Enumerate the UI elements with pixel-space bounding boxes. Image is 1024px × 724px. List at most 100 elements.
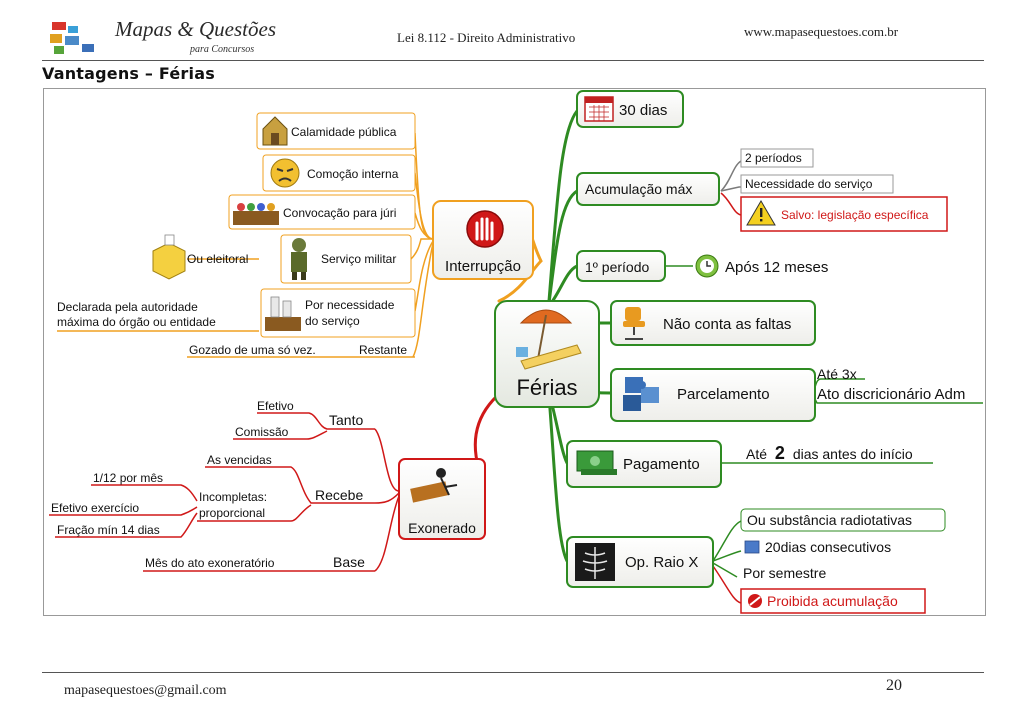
label-comissao: Comissão — [235, 425, 289, 439]
svg-text:Necessidade do serviço: Necessidade do serviço — [745, 177, 873, 191]
node-30-dias[interactable]: 30 dias — [576, 90, 684, 128]
svg-text:1º período: 1º período — [585, 259, 649, 275]
crying-face-icon — [270, 158, 300, 188]
item-substancia: Ou substância radiotativas — [740, 508, 946, 532]
svg-text:Serviço militar: Serviço militar — [321, 252, 396, 266]
money-icon — [576, 450, 617, 475]
label-as-vencidas: As vencidas — [207, 453, 272, 467]
svg-text:Por semestre: Por semestre — [743, 565, 826, 581]
label-efetivo-exercicio: Efetivo exercício — [51, 501, 139, 515]
center-label: Férias — [516, 375, 577, 400]
item-declarada: Declarada pela autoridade máxima do órgã… — [57, 300, 216, 329]
office-chair-icon — [623, 307, 645, 340]
center-node[interactable]: Férias — [494, 300, 600, 408]
brand-logo — [48, 20, 98, 56]
node-parcelamento[interactable]: Parcelamento — [610, 368, 816, 422]
house-icon — [262, 116, 288, 146]
svg-text:Declarada pela autoridade: Declarada pela autoridade — [57, 300, 198, 314]
label-tanto: Tanto — [329, 412, 363, 428]
svg-text:Convocação para júri: Convocação para júri — [283, 206, 396, 220]
label-incompletas: Incompletas: — [199, 490, 267, 504]
item-comocao[interactable]: Comoção interna — [262, 154, 416, 192]
item-gozado: Gozado de uma só vez. Restante — [189, 343, 407, 357]
svg-text:Após 12 meses: Após 12 meses — [725, 259, 828, 276]
section-title: Vantagens – Férias — [42, 64, 215, 83]
label-efetivo: Efetivo — [257, 399, 294, 413]
svg-text:máxima do órgão ou entidade: máxima do órgão ou entidade — [57, 315, 216, 329]
node-pagamento[interactable]: Pagamento — [566, 440, 722, 488]
falling-desk-icon — [410, 468, 458, 503]
item-necessidade-servico: Necessidade do serviço — [740, 174, 894, 194]
label-fracao: Fração mín 14 dias — [57, 523, 160, 537]
clock-icon — [695, 254, 719, 278]
brand-subtitle: para Concursos — [190, 44, 255, 55]
svg-text:Op. Raio X: Op. Raio X — [625, 554, 698, 571]
item-2-periodos: 2 períodos — [740, 148, 814, 168]
label-proporcional: proporcional — [199, 506, 265, 520]
item-por-semestre: Por semestre — [743, 565, 826, 581]
svg-text:Por necessidade: Por necessidade — [305, 298, 395, 312]
svg-text:Exonerado: Exonerado — [408, 520, 476, 536]
label-ato-disc: Ato discricionário Adm — [817, 386, 965, 403]
svg-text:Ou substância radiotativas: Ou substância radiotativas — [747, 512, 912, 528]
mindmap-frame: Férias Interrupção Calamidade pública Co… — [43, 88, 986, 616]
svg-text:Até 2 dias antes d: Até 2 dias antes do início — [746, 443, 913, 463]
node-primeiro-periodo[interactable]: 1º período — [576, 250, 666, 282]
warning-icon — [746, 200, 776, 226]
node-acumulacao[interactable]: Acumulação máx — [576, 172, 720, 206]
node-raio-x[interactable]: Op. Raio X — [566, 536, 714, 588]
brand-title: Mapas & Questões — [115, 17, 276, 41]
svg-text:Gozado de uma só vez.: Gozado de uma só vez. — [189, 343, 316, 357]
desk-papers-icon — [265, 296, 301, 331]
item-ou-eleitoral: Ou eleitoral — [152, 234, 248, 280]
item-vinte-dias: 20dias consecutivos — [744, 539, 891, 555]
svg-text:30 dias: 30 dias — [619, 102, 667, 119]
label-ate-3x: Até 3x — [817, 366, 857, 382]
item-necessidade[interactable]: Por necessidade do serviço — [260, 288, 416, 338]
footer-email: mapasequestoes@gmail.com — [64, 683, 227, 698]
label-recebe: Recebe — [315, 487, 363, 503]
calendar-small-icon — [744, 540, 760, 554]
svg-text:Ou eleitoral: Ou eleitoral — [187, 252, 248, 266]
svg-text:Acumulação máx: Acumulação máx — [585, 181, 692, 197]
exonerado-lines — [49, 412, 400, 572]
svg-text:Calamidade pública: Calamidade pública — [291, 125, 397, 139]
item-convocacao[interactable]: Convocação para júri — [228, 194, 416, 230]
exonerado-node[interactable]: Exonerado — [398, 458, 486, 540]
label-base: Base — [333, 554, 365, 570]
header-subject: Lei 8.112 - Direito Administrativo — [397, 30, 576, 45]
footer-divider — [42, 672, 984, 673]
xray-icon — [575, 543, 615, 581]
item-apos-12: Após 12 meses — [695, 254, 828, 278]
stop-hand-icon — [466, 210, 504, 248]
svg-text:20dias consecutivos: 20dias consecutivos — [765, 539, 891, 555]
svg-text:Comoção interna: Comoção interna — [307, 167, 399, 181]
svg-text:Proibida acumulação: Proibida acumulação — [767, 593, 898, 609]
soldier-icon — [291, 238, 307, 280]
puzzle-icon — [623, 377, 659, 411]
svg-text:2 períodos: 2 períodos — [745, 151, 802, 165]
svg-text:Restante: Restante — [359, 343, 407, 357]
calendar-icon — [584, 96, 614, 122]
svg-text:Não conta as faltas: Não conta as faltas — [663, 316, 791, 333]
page-number: 20 — [886, 677, 902, 694]
item-servico-militar[interactable]: Serviço militar — [280, 234, 412, 284]
interrupcao-label: Interrupção — [445, 258, 521, 275]
beach-umbrella-icon — [516, 309, 582, 370]
svg-text:Salvo: legislação específica: Salvo: legislação específica — [781, 208, 929, 222]
svg-text:Pagamento: Pagamento — [623, 456, 700, 473]
interrupcao-node[interactable]: Interrupção — [432, 200, 534, 280]
label-mes-ato: Mês do ato exoneratório — [145, 556, 275, 570]
ballot-box-icon — [152, 234, 186, 280]
header-url: www.mapasequestoes.com.br — [744, 24, 899, 39]
node-nao-conta[interactable]: Não conta as faltas — [610, 300, 816, 346]
item-ate-2-dias: Até 2 dias antes do início — [746, 443, 913, 463]
forbidden-icon — [748, 594, 762, 608]
item-salvo: Salvo: legislação específica — [740, 196, 948, 232]
label-um-doze: 1/12 por mês — [93, 471, 163, 485]
svg-text:do serviço: do serviço — [305, 314, 360, 328]
svg-text:Parcelamento: Parcelamento — [677, 386, 770, 403]
mindmap: Férias Interrupção Calamidade pública Co… — [49, 90, 983, 614]
header-divider — [42, 60, 984, 61]
item-calamidade[interactable]: Calamidade pública — [256, 112, 416, 150]
